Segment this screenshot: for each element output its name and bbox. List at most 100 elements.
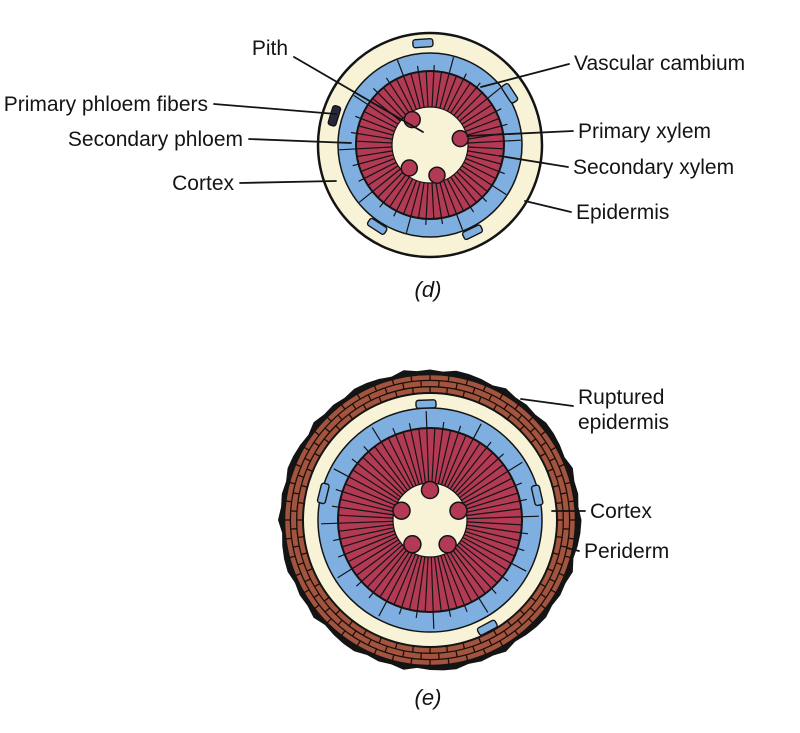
xylem-ray [446, 178, 464, 211]
xylem-ray [465, 492, 518, 510]
brick-joint [560, 545, 568, 548]
xylem-ray [440, 555, 458, 608]
brick-joint [528, 618, 534, 624]
brick-joint [530, 596, 537, 602]
brick-joint [394, 391, 398, 398]
xylem-ray [356, 541, 401, 576]
primary-xylem-bump [392, 501, 411, 520]
brick-joint [555, 535, 563, 539]
label-secondary-phloem: Secondary phloem [68, 128, 243, 151]
xylem-ray [396, 79, 414, 112]
brick-joint [394, 642, 398, 649]
brick-joint [564, 481, 572, 485]
xylem-ray [463, 108, 502, 129]
caption-e: (e) [415, 685, 442, 710]
xylem-ray [424, 556, 429, 612]
xylem-ray [392, 427, 417, 486]
brick-joint [297, 562, 305, 566]
xylem-ray [342, 530, 395, 548]
brick-joint [356, 393, 361, 400]
brick-joint [335, 425, 341, 431]
brick-joint [555, 562, 563, 566]
xylem-ray [350, 131, 393, 140]
xylem-ray [383, 87, 407, 116]
xylem-ray [398, 555, 420, 615]
brick-joint [477, 396, 482, 403]
xylem-ray [410, 73, 421, 109]
xylem-ray [339, 523, 394, 532]
phloem-fiber-cap [316, 482, 330, 505]
label-epidermis: Epidermis [576, 201, 669, 224]
brick-joint [294, 463, 302, 468]
xylem-ray [321, 520, 394, 525]
xylem-ray [439, 56, 455, 109]
xylem-ray [453, 174, 477, 203]
xylem-ray [405, 181, 421, 234]
brick-joint [462, 391, 466, 398]
xylem-ray [435, 72, 443, 108]
leader-secondary-xylem [499, 155, 569, 168]
brick-joint [306, 567, 313, 572]
brick-joint [314, 582, 321, 588]
brick-joint [540, 430, 547, 436]
phloem-fiber-cap [530, 484, 544, 507]
xylem-ray [425, 411, 430, 484]
xylem-ray [403, 180, 417, 214]
xylem-ray [378, 552, 414, 617]
brick-joint [539, 582, 546, 588]
xylem-ray [431, 65, 435, 108]
primary-xylem-bump [428, 166, 446, 184]
xylem-ray [456, 171, 488, 203]
brick-joint [477, 637, 482, 644]
brick-joint [362, 629, 368, 636]
brick-joint [391, 378, 395, 386]
brick-joint [304, 457, 311, 462]
brick-joint [306, 468, 313, 473]
brick-joint [550, 589, 557, 594]
xylem-ray [446, 423, 482, 488]
label-pith: Pith [252, 37, 288, 60]
brick-joint [402, 650, 405, 658]
xylem-ray [357, 150, 393, 158]
brick-joint [304, 578, 311, 583]
brick-joint [324, 607, 331, 613]
brick-joint [499, 393, 504, 400]
brick-joint [472, 645, 476, 653]
brick-joint [568, 500, 575, 503]
xylem-ray [450, 176, 475, 213]
xylem-ray [459, 87, 502, 122]
brick-joint [303, 446, 310, 451]
brick-joint [564, 555, 572, 559]
xylem-ray [371, 427, 411, 489]
phloem-fiber-cap [366, 217, 388, 235]
xylem-ray [362, 457, 404, 496]
xylem-ray [466, 123, 508, 136]
brick-joint [447, 658, 450, 665]
xylem-ray [466, 521, 522, 526]
phloem-fiber-cap [461, 224, 484, 241]
xylem-ray [430, 556, 435, 629]
xylem-ray [465, 530, 525, 552]
brick-joint [337, 414, 343, 421]
xylem-ray [439, 181, 450, 217]
xylem-ray [459, 168, 488, 192]
xylem-ray [463, 161, 496, 179]
brick-joint [391, 654, 395, 662]
xylem-ray [462, 536, 527, 572]
xylem-ray [345, 483, 397, 507]
brick-joint [340, 630, 346, 637]
brick-joint [324, 427, 331, 433]
leader-primary-xylem [466, 130, 574, 137]
brick-joint [506, 413, 512, 420]
brick-joint [340, 403, 346, 410]
brick-joint [552, 552, 559, 556]
label-vascular-cambium: Vascular cambium [574, 52, 745, 75]
leader-lines-d [213, 56, 574, 213]
xylem-ray [402, 432, 420, 485]
xylem-ray [434, 421, 445, 484]
xylem-ray [450, 83, 471, 114]
brick-joint [373, 648, 378, 656]
cross-section-d [316, 31, 544, 259]
brick-joint [488, 394, 493, 401]
